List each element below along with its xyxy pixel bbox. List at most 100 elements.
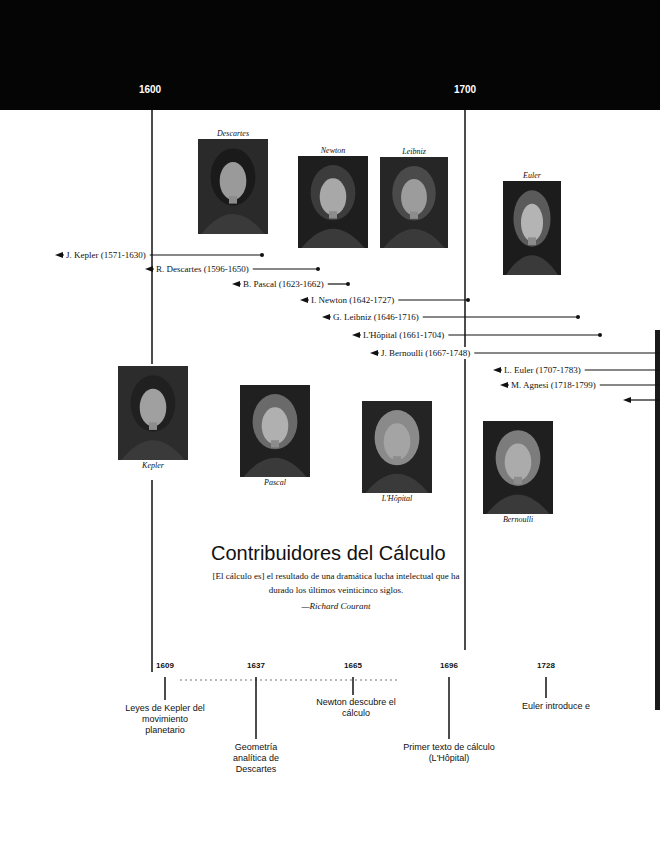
portrait-hair: [211, 148, 256, 205]
portrait-box: Euler: [503, 170, 561, 275]
portrait-ground: [483, 421, 553, 514]
lifespan-arrow: [55, 252, 63, 258]
portrait-body: [302, 229, 365, 248]
lifespan-arrow: [300, 297, 308, 303]
event-tick: [352, 677, 354, 695]
century-year: 1700: [440, 84, 490, 96]
lifespan-line: [507, 384, 509, 385]
lifespan-end: [346, 282, 350, 286]
portrait-frame: [380, 157, 448, 248]
portrait-frame: [503, 181, 561, 275]
portrait-caption: Kepler: [118, 460, 188, 471]
event-tick: [448, 677, 450, 739]
lifespan-arrow: [623, 397, 631, 403]
portrait-art: [118, 366, 188, 460]
edge-strip: [655, 330, 660, 710]
portrait-neck: [329, 211, 337, 218]
portrait-frame: [118, 366, 188, 460]
century-line: [151, 480, 153, 672]
portrait-hair: [253, 394, 298, 449]
portrait-caption: Descartes: [198, 128, 268, 139]
lifespan-label: L. Euler (1707-1783): [503, 364, 582, 376]
portrait-art: [298, 156, 368, 248]
portrait-ground: [298, 156, 368, 248]
lifespan-label: J. Bernoulli (1667-1748): [380, 347, 471, 359]
portrait-face: [262, 407, 289, 444]
portrait-caption: Bernoulli: [483, 514, 553, 525]
event-text: Euler introduce e: [508, 701, 604, 712]
portrait-art: [362, 401, 432, 493]
portrait-neck: [528, 237, 536, 245]
portrait-body: [366, 474, 429, 493]
portrait-art: [240, 385, 310, 477]
portrait-face: [140, 389, 167, 427]
portrait-ground: [240, 385, 310, 477]
portrait-body: [244, 458, 307, 477]
event-tick: [545, 677, 547, 698]
portrait-ground: [380, 157, 448, 248]
lifespan-arrow: [500, 382, 508, 388]
portrait-face: [401, 179, 427, 215]
portrait-body: [487, 494, 550, 514]
portrait-body: [506, 255, 558, 275]
portrait-frame: [198, 139, 268, 234]
portrait-caption: Euler: [503, 170, 561, 181]
portrait-frame: [298, 156, 368, 248]
event-text: Primer texto de cálculo (L'Hôpital): [401, 742, 497, 764]
lifespan-line: [152, 268, 154, 269]
lifespan-line: [359, 334, 361, 335]
portrait-hair: [131, 375, 176, 431]
lifespan-arrow: [370, 350, 378, 356]
lifespan-line: [329, 316, 331, 317]
lifespan-line: [448, 334, 600, 335]
lifespan-line: [630, 399, 660, 400]
lifespan-end: [316, 267, 320, 271]
lifespan-line: [423, 316, 578, 317]
portrait-body: [122, 440, 185, 460]
portrait-hair: [496, 430, 541, 486]
portrait-neck: [393, 456, 401, 463]
lifespan-line: [398, 299, 468, 300]
portrait-caption: Pascal: [240, 477, 310, 488]
lifespan-label: J. Kepler (1571-1630): [65, 249, 147, 261]
portrait-box: Pascal: [240, 385, 310, 488]
lifespan-line: [62, 254, 64, 255]
century-line: [151, 110, 153, 364]
timeline-dots: [180, 680, 400, 681]
event-year: 1728: [526, 661, 566, 671]
event-year: 1637: [236, 661, 276, 671]
lifespan-end: [598, 333, 602, 337]
event-text: Newton descubre el cálculo: [308, 697, 404, 719]
portrait-ground: [362, 401, 432, 493]
quote-author: —Richard Courant: [256, 600, 416, 612]
portrait-face: [521, 204, 543, 242]
portrait-box: Bernoulli: [483, 421, 553, 525]
lifespan-line: [474, 352, 660, 353]
portrait-box: Kepler: [118, 366, 188, 471]
event-year: 1696: [429, 661, 469, 671]
portrait-neck: [271, 440, 279, 447]
portrait-art: [483, 421, 553, 514]
portrait-art: [380, 157, 448, 248]
event-text: Geometría analítica de Descartes: [221, 742, 291, 775]
lifespan-arrow: [232, 281, 240, 287]
portrait-box: Descartes: [198, 128, 268, 234]
portrait-neck: [410, 212, 418, 219]
lifespan-arrow: [493, 367, 501, 373]
lifespan-end: [576, 315, 580, 319]
lifespan-line: [150, 254, 262, 255]
portrait-frame: [240, 385, 310, 477]
lifespan-end: [466, 298, 470, 302]
lifespan-arrow: [322, 314, 330, 320]
portrait-caption: Leibniz: [380, 146, 448, 157]
lifespan-line: [239, 283, 241, 284]
portrait-body: [383, 229, 444, 248]
century-year: 1600: [125, 84, 175, 96]
portrait-frame: [362, 401, 432, 493]
portrait-caption: L'Hôpital: [362, 493, 432, 504]
portrait-ground: [198, 139, 268, 234]
lifespan-label: R. Descartes (1596-1650): [155, 263, 250, 275]
